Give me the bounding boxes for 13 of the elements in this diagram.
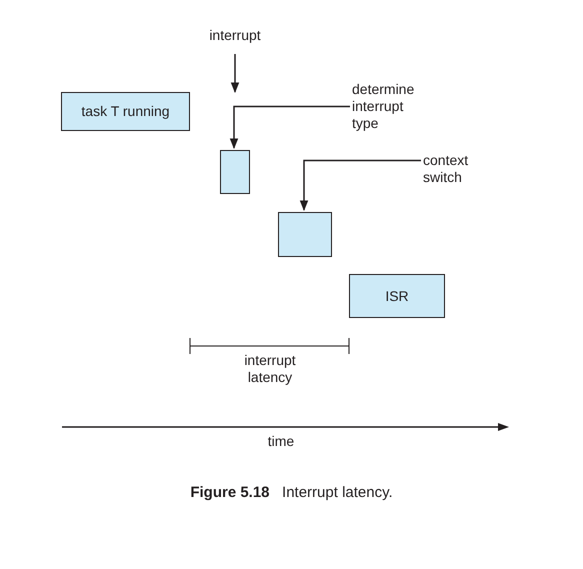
process-box [220,150,250,194]
annotation-text: interrupt [204,27,266,44]
figure-caption: Figure 5.18 Interrupt latency. [189,484,394,501]
dimension-label: interrupt latency [243,352,297,386]
process-box [278,212,332,257]
process-box: ISR [349,274,445,318]
arrow [230,106,350,150]
arrow [300,160,421,212]
annotation-text: determine interrupt type [352,81,432,132]
annotation-text: context switch [423,152,483,186]
axis-label: time [266,433,296,450]
arrow [230,54,240,94]
process-box: task T running [61,92,190,131]
